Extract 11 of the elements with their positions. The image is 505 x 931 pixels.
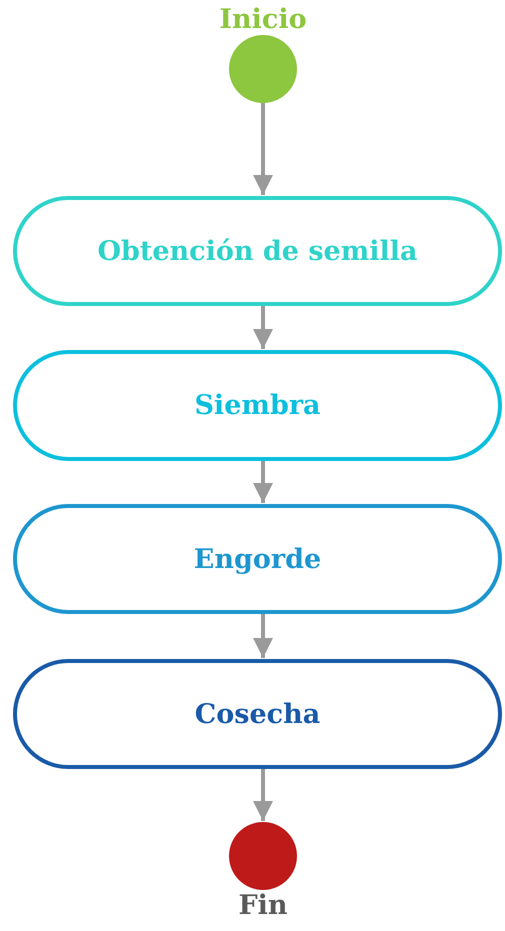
node-label: Obtención de semilla [97, 236, 418, 266]
node-label: Inicio [219, 4, 307, 35]
arrow [253, 769, 273, 821]
arrow [253, 306, 273, 349]
arrow [253, 614, 273, 658]
arrow [253, 103, 273, 195]
node-label: Cosecha [194, 698, 320, 730]
node-label: Siembra [194, 390, 321, 421]
node-label: Fin [238, 890, 288, 921]
node-label: Engorde [194, 544, 322, 574]
arrow [253, 461, 273, 503]
